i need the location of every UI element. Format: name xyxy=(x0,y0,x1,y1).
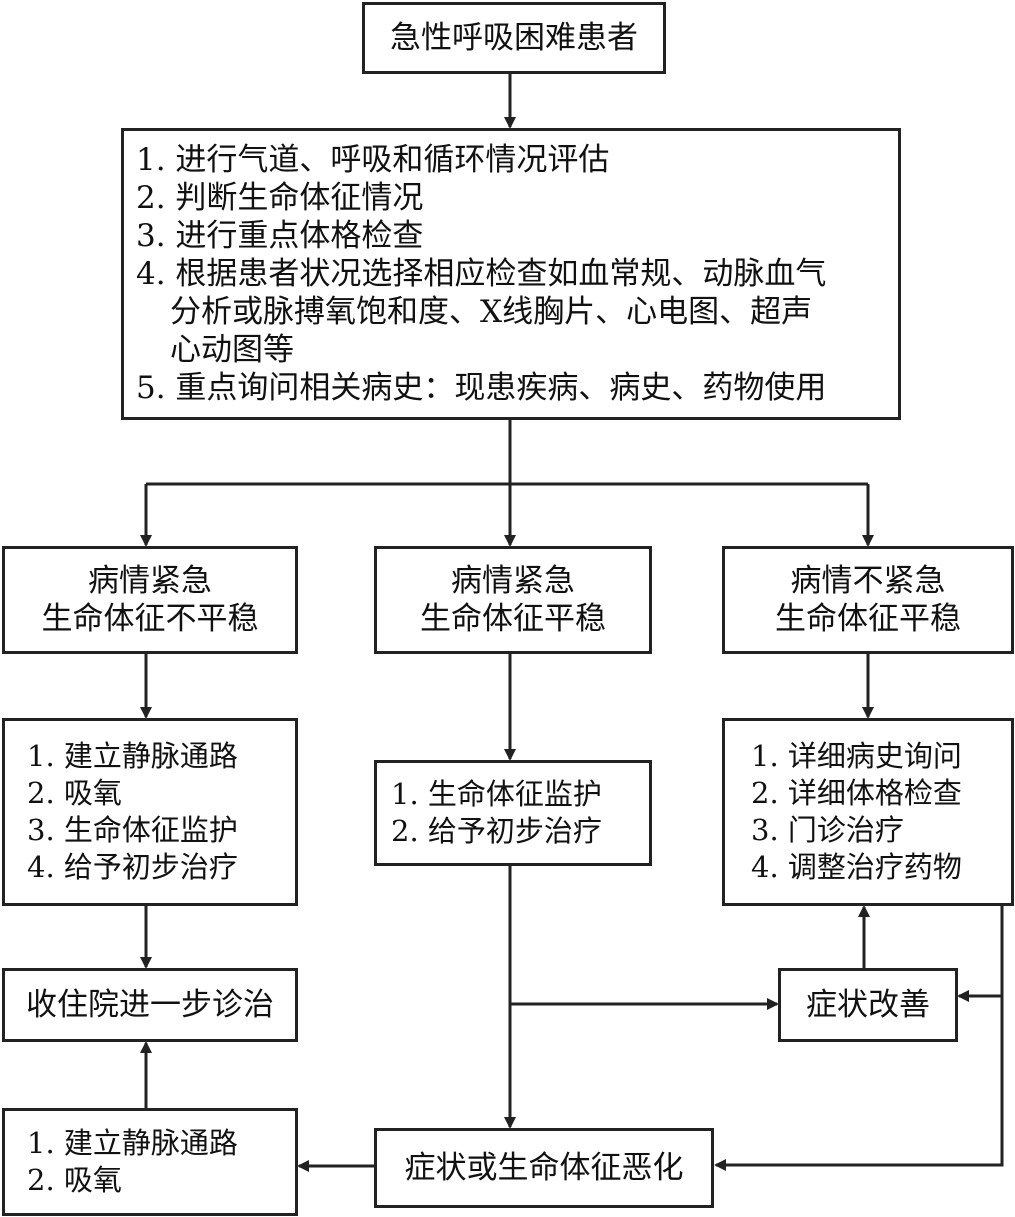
left-action-3: 3. 生命体征监护 xyxy=(27,813,238,847)
node-start-text: 急性呼吸困难患者 xyxy=(390,20,638,56)
bottom-left-action-1: 1. 建立静脉通路 xyxy=(27,1126,238,1160)
right-action-4: 4. 调整治疗药物 xyxy=(751,850,962,884)
node-admit: 收住院进一步诊治 xyxy=(2,968,298,1042)
node-right-actions: 1. 详细病史询问 2. 详细体格检查 3. 门诊治疗 4. 调整治疗药物 xyxy=(722,718,1014,906)
node-mid-actions: 1. 生命体征监护 2. 给予初步治疗 xyxy=(374,760,652,866)
assessment-line-1: 1. 进行气道、呼吸和循环情况评估 xyxy=(136,142,610,178)
admit-text: 收住院进一步诊治 xyxy=(26,987,274,1023)
right-condition-line-2: 生命体征平稳 xyxy=(775,601,961,637)
left-action-4: 4. 给予初步治疗 xyxy=(27,850,238,884)
node-right-condition: 病情不紧急 生命体征平稳 xyxy=(722,546,1014,654)
mid-action-1: 1. 生命体征监护 xyxy=(391,777,602,811)
node-mid-condition: 病情紧急 生命体征平稳 xyxy=(374,546,652,654)
left-condition-line-1: 病情紧急 xyxy=(88,563,212,599)
assessment-line-4-cont-1: 分析或脉搏氧饱和度、X线胸片、心电图、超声 xyxy=(170,294,813,330)
line-right-feedback xyxy=(714,906,1004,1171)
assessment-line-3: 3. 进行重点体格检查 xyxy=(136,218,424,254)
mid-action-2: 2. 给予初步治疗 xyxy=(391,814,602,848)
assessment-line-4-cont-2: 心动图等 xyxy=(170,332,294,368)
assessment-line-4: 4. 根据患者状况选择相应检查如血常规、动脉血气 xyxy=(136,256,827,292)
right-action-2: 2. 详细体格检查 xyxy=(751,776,962,810)
worsen-text: 症状或生命体征恶化 xyxy=(404,1150,684,1186)
left-condition-line-2: 生命体征不平稳 xyxy=(41,601,259,637)
node-improve: 症状改善 xyxy=(778,968,958,1042)
left-action-1: 1. 建立静脉通路 xyxy=(27,739,238,773)
assessment-line-2: 2. 判断生命体征情况 xyxy=(136,180,424,216)
node-bottom-left-actions: 1. 建立静脉通路 2. 吸氧 xyxy=(2,1108,298,1216)
right-condition-line-1: 病情不紧急 xyxy=(790,563,946,599)
node-assessment: 1. 进行气道、呼吸和循环情况评估 2. 判断生命体征情况 3. 进行重点体格检… xyxy=(121,128,901,420)
node-start: 急性呼吸困难患者 xyxy=(362,2,666,74)
right-action-1: 1. 详细病史询问 xyxy=(751,739,962,773)
node-left-actions: 1. 建立静脉通路 2. 吸氧 3. 生命体征监护 4. 给予初步治疗 xyxy=(2,718,298,906)
mid-condition-line-1: 病情紧急 xyxy=(451,563,575,599)
assessment-line-5: 5. 重点询问相关病史：现患疾病、病史、药物使用 xyxy=(136,370,827,406)
left-action-2: 2. 吸氧 xyxy=(27,776,122,810)
bottom-left-action-2: 2. 吸氧 xyxy=(27,1163,122,1197)
right-action-3: 3. 门诊治疗 xyxy=(751,813,904,847)
node-worsen: 症状或生命体征恶化 xyxy=(374,1128,714,1208)
improve-text: 症状改善 xyxy=(806,987,930,1023)
node-left-condition: 病情紧急 生命体征不平稳 xyxy=(2,546,298,654)
mid-condition-line-2: 生命体征平稳 xyxy=(420,601,606,637)
